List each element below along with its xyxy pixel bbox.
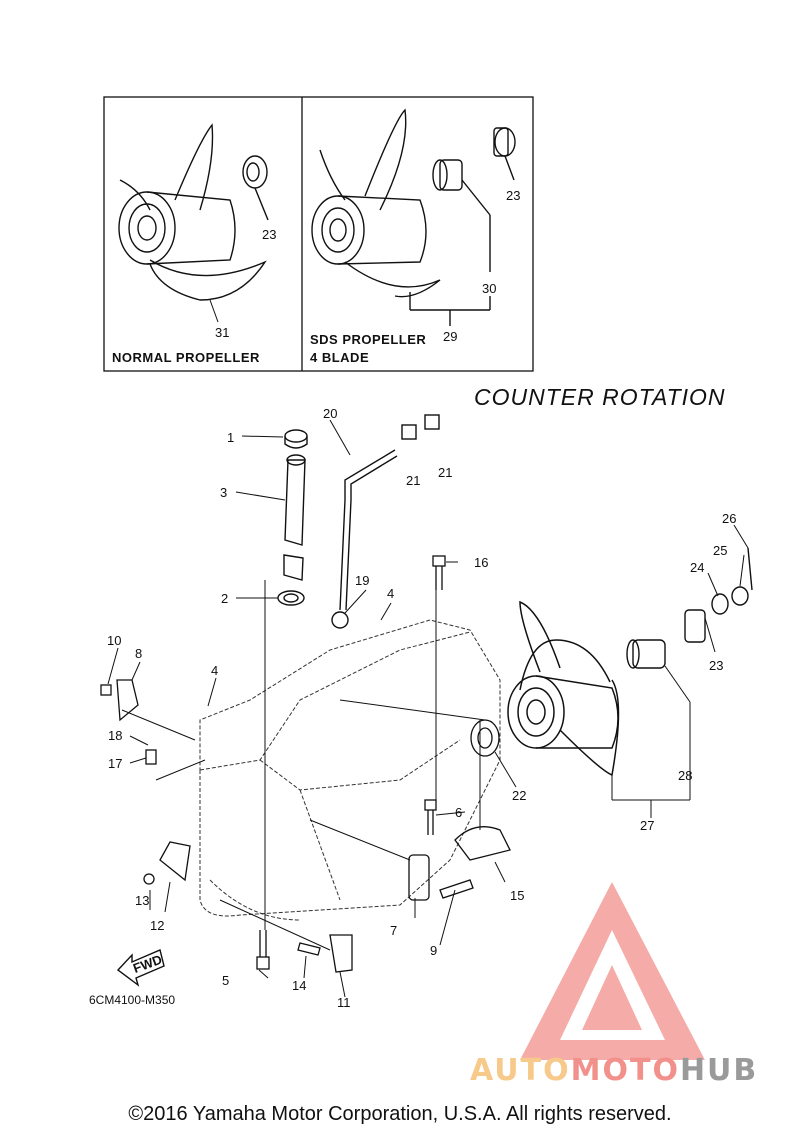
part-number-3: 3: [220, 485, 227, 500]
part-number-17: 17: [108, 756, 122, 771]
diagram-code: 6CM4100-M350: [89, 993, 176, 1007]
part-numbers: 31 23 30 29 23 1 20 21 21 3 16 26 25 24 …: [107, 188, 736, 1010]
main-propeller-icon: [507, 600, 620, 777]
part-number-20: 20: [323, 406, 337, 421]
part-number-28: 28: [678, 768, 692, 783]
part-number-22: 22: [512, 788, 526, 803]
watermark-part-moto: MOTO: [570, 1053, 680, 1088]
part-number-10: 10: [107, 633, 121, 648]
part-number-19: 19: [355, 573, 369, 588]
part-number-15: 15: [510, 888, 524, 903]
part-number-25: 25: [713, 543, 727, 558]
copyright-text: ©2016 Yamaha Motor Corporation, U.S.A. A…: [128, 1103, 672, 1125]
part-number-26: 26: [722, 511, 736, 526]
part-number-1: 1: [227, 430, 234, 445]
part-number-21: 21: [438, 465, 452, 480]
part-number-11: 11: [337, 995, 351, 1010]
part-number-4: 4: [387, 586, 394, 601]
part-number-18: 18: [108, 728, 122, 743]
normal-propeller-icon: [118, 123, 269, 301]
part-number-27: 27: [640, 818, 654, 833]
hub-parts-icon: [626, 547, 753, 669]
part-number-24: 24: [690, 560, 704, 575]
lower-case-housing-icon: [199, 619, 501, 921]
sds-blade-label: 4 BLADE: [310, 350, 370, 365]
part-number-12: 12: [150, 918, 164, 933]
part-number-23: 23: [262, 227, 276, 242]
part-number-30: 30: [482, 281, 496, 296]
part-number-29: 29: [443, 329, 457, 344]
fwd-arrow-icon: FWD: [116, 949, 165, 987]
bolts-icon: [100, 555, 474, 970]
rotation-label: COUNTER ROTATION: [474, 384, 726, 410]
part-number-9: 9: [430, 943, 437, 958]
shift-rod-icon: [331, 414, 440, 629]
part-number-6: 6: [455, 805, 462, 820]
part-number-13: 13: [135, 893, 149, 908]
watermark-part-auto: AUTO: [470, 1053, 571, 1088]
part-number-16: 16: [474, 555, 488, 570]
leader-lines: [107, 419, 749, 998]
part-number-7: 7: [390, 923, 397, 938]
part-number-23: 23: [506, 188, 520, 203]
sds-propeller-icon: [311, 108, 516, 326]
sds-propeller-label: SDS PROPELLER: [310, 332, 427, 347]
watermark-part-hub: HUB: [679, 1053, 759, 1088]
part-number-5: 5: [222, 973, 229, 988]
part-number-2: 2: [221, 591, 228, 606]
watermark-brand: AUTOMOTOHUB: [470, 1053, 758, 1088]
part-number-14: 14: [292, 978, 306, 993]
part-number-23: 23: [709, 658, 723, 673]
part-number-4: 4: [211, 663, 218, 678]
inset-box: [103, 96, 534, 372]
water-tube-icon: [277, 429, 308, 606]
fwd-label: FWD: [131, 952, 164, 976]
part-number-31: 31: [215, 325, 229, 340]
part-number-8: 8: [135, 646, 142, 661]
normal-propeller-label: NORMAL PROPELLER: [112, 350, 260, 365]
inset-leader-lines: [209, 299, 219, 323]
part-number-21: 21: [406, 473, 420, 488]
watermark-logo-icon: [520, 882, 705, 1060]
